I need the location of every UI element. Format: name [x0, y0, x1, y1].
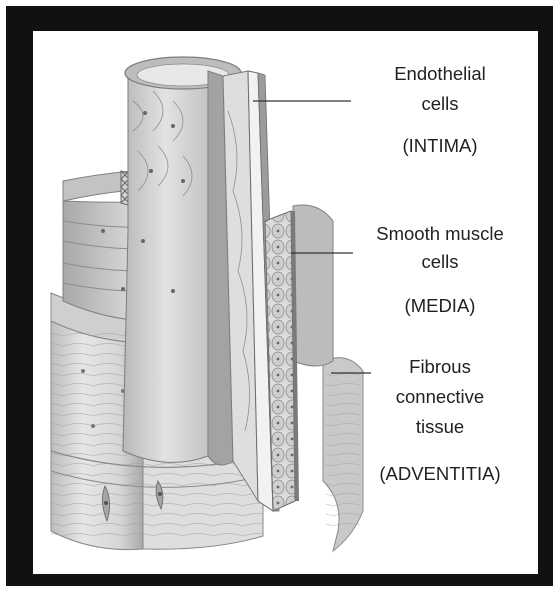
adventitia-label-line2: connective: [345, 384, 535, 409]
intima-label-line2: cells: [345, 91, 535, 116]
media-layer-label: (MEDIA): [345, 293, 535, 318]
media-label-line1: Smooth muscle: [345, 221, 535, 246]
intima-label-line1: Endothelial: [345, 61, 535, 86]
intima-layer: [123, 57, 279, 511]
adventitia-layer-label: (ADVENTITIA): [345, 461, 535, 486]
adventitia-label-line1: Fibrous: [345, 354, 535, 379]
diagram-panel: Endothelial cells (INTIMA) Smooth muscle…: [33, 31, 538, 574]
intima-layer-label: (INTIMA): [345, 133, 535, 158]
media-label-line2: cells: [345, 249, 535, 274]
adventitia-label-line3: tissue: [345, 414, 535, 439]
image-frame: Endothelial cells (INTIMA) Smooth muscle…: [6, 6, 553, 586]
